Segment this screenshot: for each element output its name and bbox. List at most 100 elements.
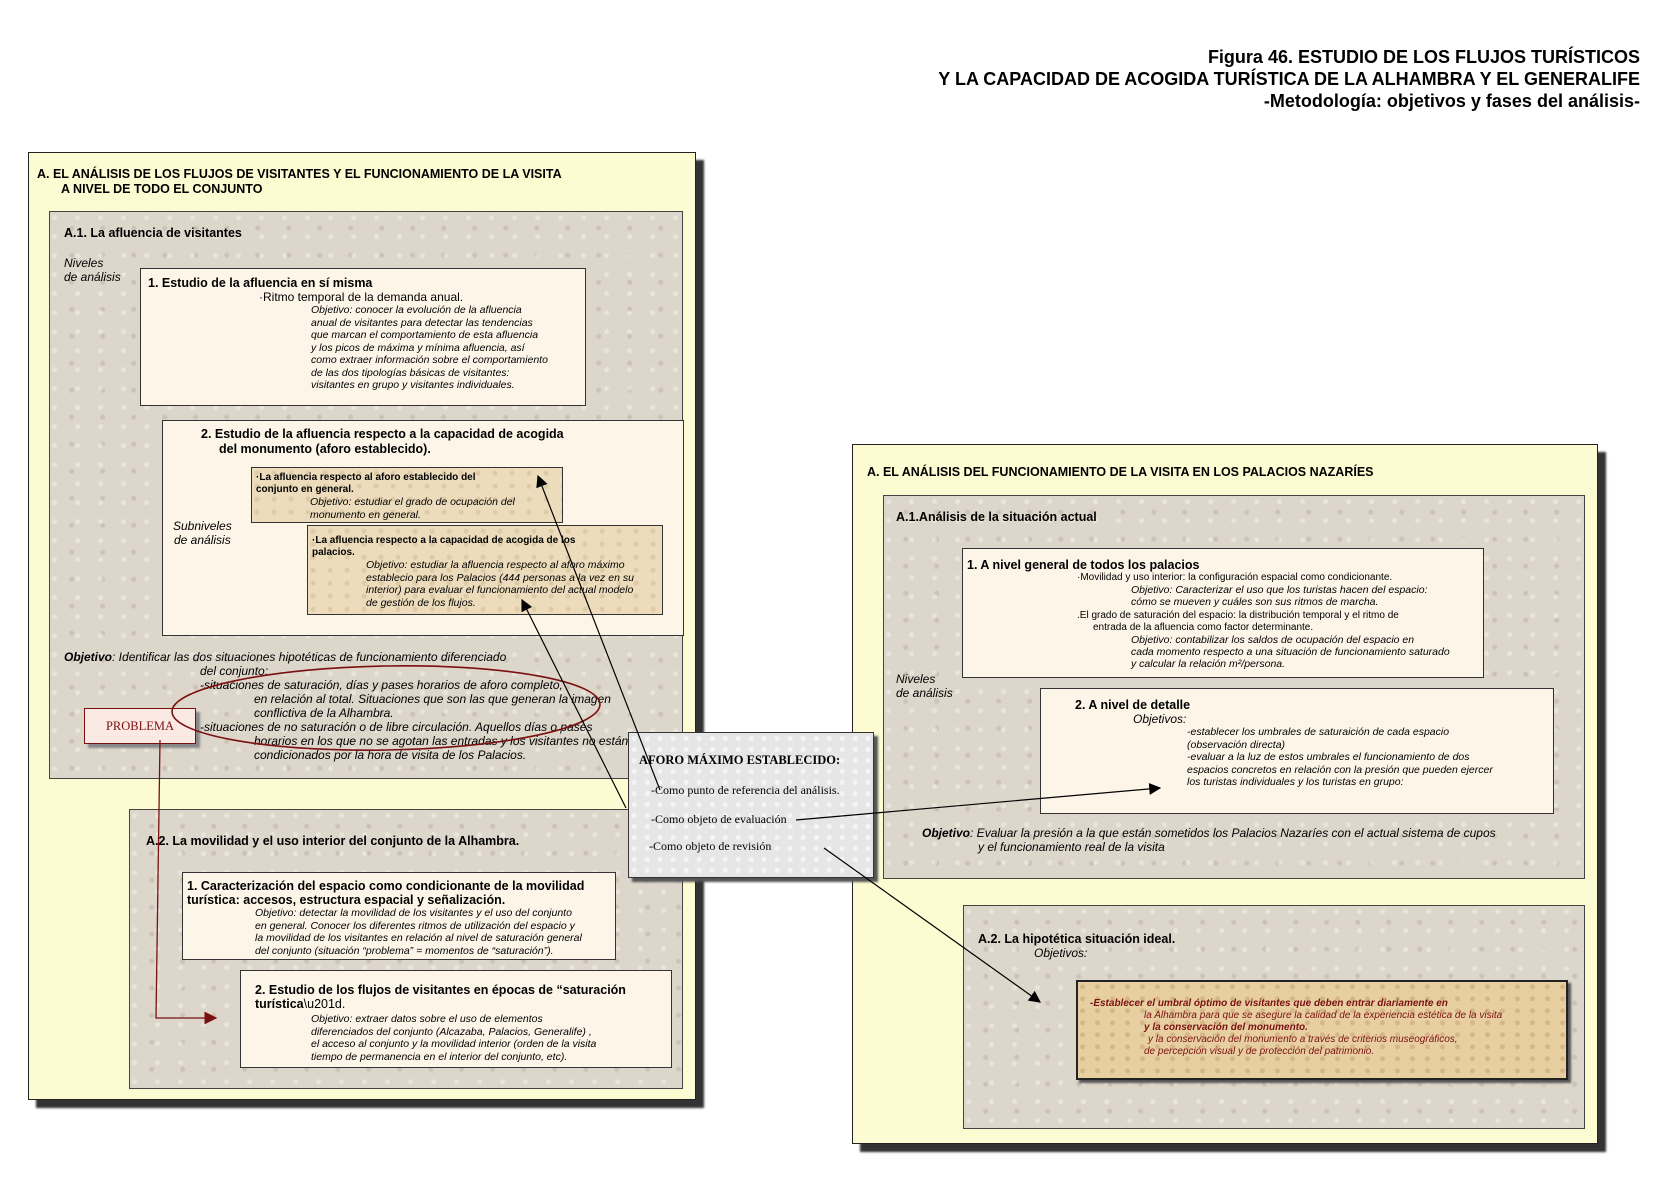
arrow-to-ideal-box bbox=[823, 847, 1041, 1003]
aforo-box: AFORO MÁXIMO ESTABLECIDO: -Como punto de… bbox=[628, 732, 874, 878]
objetivo-line-5: conflictiva de la Alhambra. bbox=[254, 706, 394, 720]
obj-line: de gestión de los flujos. bbox=[366, 596, 476, 609]
obj-line: anual de visitantes para detectar las te… bbox=[311, 316, 533, 329]
aforo-item-1: -Como punto de referencia del análisis. bbox=[651, 783, 840, 797]
right-a1-box-2-objectives: -establecer los umbrales de saturaición … bbox=[1187, 726, 1493, 789]
right-a1-box-1-line-5: entrada de la afluencia como factor dete… bbox=[1093, 622, 1314, 633]
right-heading: A. EL ANÁLISIS DEL FUNCIONAMIENTO DE LA … bbox=[867, 465, 1374, 479]
sub-box-1-objective: Objetivo: estudiar el grado de ocupación… bbox=[310, 496, 515, 521]
right-a1-box-1-line-4: .El grado de saturación del espacio: la … bbox=[1077, 610, 1399, 621]
ideal-line-1: -Establecer el umbral óptimo de visitant… bbox=[1090, 998, 1448, 1009]
obj-line: tiempo de permanencia en el interior del… bbox=[311, 1050, 568, 1063]
obj-line: y los picos de máxima y mínima afluencia… bbox=[311, 341, 525, 354]
objetivo-line-8: condicionados por la hora de visita de l… bbox=[254, 748, 527, 762]
left-panel: A. EL ANÁLISIS DE LOS FLUJOS DE VISITANT… bbox=[28, 152, 696, 1100]
niveles-label: Niveles de análisis bbox=[64, 256, 121, 284]
right-a1-box-1-title: 1. A nivel general de todos los palacios bbox=[967, 558, 1200, 572]
right-a1-section: A.1.Análisis de la situación actual Nive… bbox=[883, 495, 1585, 879]
ideal-line-4: y la conservación del monumento a través… bbox=[1148, 1034, 1458, 1045]
title-line-2: Y LA CAPACIDAD DE ACOGIDA TURÍSTICA DE L… bbox=[938, 69, 1640, 89]
obj-line: Objetivo: detectar la movilidad de los v… bbox=[255, 907, 572, 919]
right-niveles-label: Niveles de análisis bbox=[896, 672, 953, 700]
objetivo-line-1: : Identificar las dos situaciones hipoté… bbox=[112, 650, 507, 664]
objetivo-line-3: -situaciones de saturación, días y pases… bbox=[200, 678, 563, 692]
right-a1-objective: Objetivo: Evaluar la presión a la que es… bbox=[922, 826, 1496, 854]
a2-box-2-title-2: turística\u201d. bbox=[255, 997, 346, 1011]
a2-title-text: A.2. La movilidad y el uso interior del … bbox=[146, 834, 516, 848]
obj-line: monumento en general. bbox=[310, 508, 421, 521]
a1-box-1: 1. Estudio de la afluencia en sí misma ·… bbox=[140, 268, 586, 406]
a1-box-2-title-2: del monumento (aforo establecido). bbox=[219, 442, 431, 456]
right-a2-section: A.2. La hipotética situación ideal. Obje… bbox=[963, 905, 1585, 1129]
a2-box-2-objective: Objetivo: extraer datos sobre el uso de … bbox=[311, 1013, 596, 1063]
right-a2-objlabel: Objetivos: bbox=[1034, 946, 1088, 960]
a1-title: A.1. La afluencia de visitantes bbox=[64, 226, 242, 240]
obj-line: la movilidad de los visitantes en relaci… bbox=[255, 932, 582, 944]
obj-line: visitantes en grupo y visitantes individ… bbox=[311, 379, 515, 391]
subniveles-label: Subniveles de análisis bbox=[173, 519, 232, 547]
right-a1-box-1: 1. A nivel general de todos los palacios… bbox=[962, 548, 1484, 678]
arrow-to-sub-box-1 bbox=[536, 474, 661, 791]
a2-box-2: 2. Estudio de los flujos de visitantes e… bbox=[240, 970, 672, 1068]
right-a1-box-1-line-2: Objetivo: Caracterizar el uso que los tu… bbox=[1131, 584, 1428, 596]
a1-section: A.1. La afluencia de visitantes Niveles … bbox=[49, 211, 684, 779]
right-a1-box-2-title: 2. A nivel de detalle bbox=[1075, 698, 1191, 712]
obj-line: interior) para evaluar el funcionamiento… bbox=[366, 584, 634, 596]
sub-box-2: ·La afluencia respecto a la capacidad de… bbox=[307, 525, 663, 615]
obj-line: establecio para los Palacios (444 person… bbox=[366, 571, 634, 584]
left-heading-2: A NIVEL DE TODO EL CONJUNTO bbox=[61, 182, 263, 196]
a2-section: A.2. La movilidad y el uso interior del … bbox=[129, 809, 683, 1089]
right-a1-box-1-line-3: cómo se mueven y cuáles son sus ritmos d… bbox=[1131, 596, 1379, 608]
right-niveles-line-1: Niveles bbox=[896, 672, 936, 686]
figure-title: Figura 46. ESTUDIO DE LOS FLUJOS TURÍSTI… bbox=[938, 46, 1640, 112]
obj-line: Objetivo: estudiar el grado de ocupación… bbox=[310, 496, 515, 508]
right-a1-box-1-line-8: y calcular la relación m²/persona. bbox=[1131, 658, 1286, 670]
objetivo-line-2: del conjunto: bbox=[200, 664, 269, 678]
a2-box-1-objective: Objetivo: detectar la movilidad de los v… bbox=[255, 907, 582, 957]
ideal-line-3: y la conservación del monumento. bbox=[1144, 1022, 1308, 1033]
right-a1-box-1-line-6: Objetivo: contabilizar los saldos de ocu… bbox=[1131, 634, 1415, 646]
niveles-line-2: de análisis bbox=[64, 270, 121, 284]
title-line-1: Figura 46. ESTUDIO DE LOS FLUJOS TURÍSTI… bbox=[1207, 47, 1640, 67]
a1-box-1-title: 1. Estudio de la afluencia en sí misma bbox=[148, 276, 373, 290]
objetivo-line-7: horarios en los que no se agotan las ent… bbox=[254, 734, 629, 748]
obj-line: de las dos tipologías básicas de visitan… bbox=[311, 366, 510, 379]
a2-box-1-title-1: 1. Caracterización del espacio como cond… bbox=[187, 879, 585, 893]
a1-box-1-objective: Objetivo: conocer la evolución de la afl… bbox=[311, 304, 548, 392]
right-objetivo-line-2: y el funcionamiento real de la visita bbox=[978, 840, 1165, 854]
problema-arrow bbox=[155, 739, 218, 1025]
sub-box-2-title-2: palacios. bbox=[312, 547, 355, 558]
right-objetivo-line-1: : Evaluar la presión a la que están some… bbox=[970, 826, 1496, 840]
aforo-title: AFORO MÁXIMO ESTABLECIDO: bbox=[639, 753, 841, 767]
obj-line: Objetivo: extraer datos sobre el uso de … bbox=[311, 1013, 543, 1025]
a1-box-1-sub: ·Ritmo temporal de la demanda anual. bbox=[259, 290, 464, 304]
a2-title: A.2. La movilidad y el uso interior del … bbox=[146, 834, 520, 848]
obj-line: (observación directa) bbox=[1187, 738, 1286, 751]
a1-box-2: 2. Estudio de la afluencia respecto a la… bbox=[162, 420, 684, 636]
arrow-to-detail-box bbox=[795, 782, 1162, 821]
objetivo-line-4: en relación al total. Situaciones que so… bbox=[254, 692, 611, 706]
a2-box-1: 1. Caracterización del espacio como cond… bbox=[182, 872, 616, 960]
ideal-line-5: de percepción visual y de protección del… bbox=[1144, 1046, 1375, 1057]
title-line-3: -Metodología: objetivos y fases del anál… bbox=[1263, 91, 1640, 111]
obj-line: Objetivo: conocer la evolución de la afl… bbox=[311, 304, 522, 316]
obj-line: espacios concretos en relación con la pr… bbox=[1187, 763, 1493, 776]
right-a1-box-1-line-1: ·Movilidad y uso interior: la configurac… bbox=[1077, 572, 1393, 583]
obj-line: el acceso al conjunto y la movilidad int… bbox=[311, 1038, 597, 1050]
ideal-line-2: la Alhambra para que se asegure la calid… bbox=[1144, 1010, 1503, 1021]
sub-box-1-title-2: conjunto en general. bbox=[256, 484, 354, 495]
right-objetivo-label: Objetivo bbox=[922, 826, 971, 840]
sub-box-1-title-1: ·La afluencia respecto al aforo establec… bbox=[256, 472, 476, 483]
right-niveles-line-2: de análisis bbox=[896, 686, 953, 700]
left-heading-1: A. EL ANÁLISIS DE LOS FLUJOS DE VISITANT… bbox=[37, 167, 562, 181]
sub-box-2-title-1: ·La afluencia respecto a la capacidad de… bbox=[312, 535, 576, 546]
obj-line: del conjunto (situación “problema” = mom… bbox=[255, 944, 554, 957]
a2-box-1-title-2: turística: accesos, estructura espacial … bbox=[187, 893, 506, 907]
problema-badge: PROBLEMA bbox=[84, 708, 196, 744]
obj-line: Objetivo: estudiar la afluencia respecto… bbox=[366, 559, 625, 571]
right-a1-title: A.1.Análisis de la situación actual bbox=[896, 510, 1097, 524]
obj-line: como extraer información sobre el compor… bbox=[311, 354, 548, 366]
obj-line: que marcan el comportamiento de esta afl… bbox=[311, 329, 539, 341]
subniveles-line-2: de análisis bbox=[174, 533, 231, 547]
